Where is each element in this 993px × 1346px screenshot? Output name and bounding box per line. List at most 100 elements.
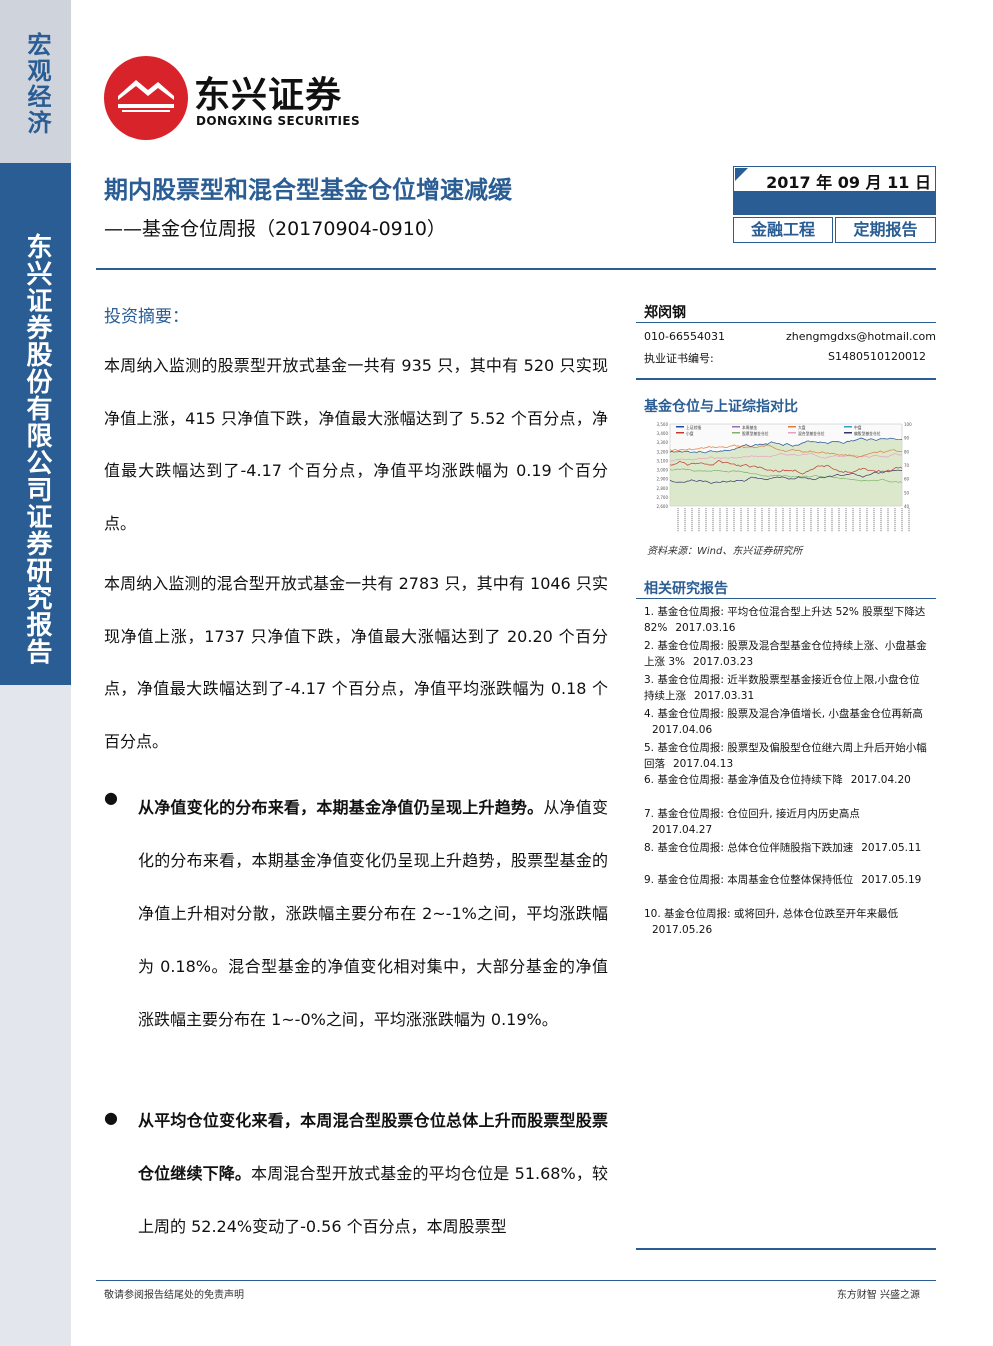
related-report-title: 3. 基金仓位周报: 近半数股票型基金接近仓位上限,小盘仓位持续上涨 bbox=[644, 674, 920, 702]
related-report-date: 2017.03.23 bbox=[693, 656, 754, 668]
chart-legend-label: 大盘 bbox=[798, 425, 806, 430]
related-report-item[interactable]: 1. 基金仓位周报: 平均仓位混合型上升达 52% 股票型下降达 82%2017… bbox=[644, 604, 928, 636]
chart-legend-label: 小盘 bbox=[686, 431, 694, 436]
related-report-item[interactable]: 10. 基金仓位周报: 或将回升, 总体仓位跌至开年来最低 2017.05.26 bbox=[644, 906, 928, 938]
chart-legend-swatch bbox=[788, 432, 796, 434]
bullet-2-bold: 从平均仓位变化来看，本周混合型股票仓位总体上升而股票型股票仓位继续下降。 bbox=[138, 1111, 608, 1183]
chart-line-series-3 bbox=[669, 444, 903, 458]
chart-tick-label: 60 bbox=[904, 477, 910, 482]
chart-heading: 基金仓位与上证综指对比 bbox=[644, 399, 798, 415]
chart-legend-label: 本周基金 bbox=[742, 425, 757, 430]
page-subtitle: ——基金仓位周报（20170904-0910） bbox=[104, 218, 446, 240]
header-divider bbox=[96, 268, 936, 270]
footer-disclaimer: 敬请参阅报告结尾处的免责声明 bbox=[104, 1290, 244, 1301]
summary-bullet-2: 从平均仓位变化来看，本周混合型股票仓位总体上升而股票型股票仓位继续下降。本周混合… bbox=[138, 1094, 608, 1253]
chart-tick-label: 3,000 bbox=[657, 468, 669, 473]
chart-tick-label: 100 bbox=[904, 422, 912, 427]
related-report-date: 2017.05.11 bbox=[861, 842, 922, 854]
chart-source: 资料来源：Wind、东兴证券研究所 bbox=[647, 546, 803, 557]
related-report-item[interactable]: 9. 基金仓位周报: 本周基金仓位整体保持低位 2017.05.19 bbox=[644, 872, 928, 888]
author-phone: 010-66554031 bbox=[644, 330, 725, 343]
chart-tick-label: 90 bbox=[904, 436, 910, 441]
cert-label: 执业证书编号: bbox=[644, 352, 714, 365]
tag-category: 金融工程 bbox=[733, 217, 833, 243]
chart-line-series-5 bbox=[669, 459, 903, 475]
chart-tick-label: 40 bbox=[904, 504, 910, 509]
logo-icon bbox=[104, 56, 188, 140]
related-report-title: 4. 基金仓位周报: 股票及混合净值增长, 小盘基金仓位再新高 bbox=[644, 708, 923, 720]
chart-line-series-4 bbox=[669, 469, 903, 484]
chart-legend-label: 中盘 bbox=[854, 425, 862, 430]
related-report-date: 2017.03.16 bbox=[675, 622, 736, 634]
sidebar-category: 宏观经济 bbox=[23, 32, 51, 136]
related-report-date: 2017.03.31 bbox=[694, 690, 755, 702]
chart-tick-label: 70 bbox=[904, 463, 910, 468]
chart-tick-label: 3,100 bbox=[657, 458, 669, 463]
bullet-2-text: 本周混合型开放式基金的平均仓位是 51.68%，较上周的 52.24%变动了-0… bbox=[138, 1164, 608, 1236]
author-email[interactable]: zhengmgdxs@hotmail.com bbox=[786, 330, 936, 343]
bullet-icon: ● bbox=[104, 788, 118, 807]
chart-tick-label: 2,800 bbox=[657, 486, 669, 491]
sidebar-bottom-block bbox=[0, 685, 71, 1346]
right-bottom-divider bbox=[636, 1248, 936, 1250]
related-report-title: 9. 基金仓位周报: 本周基金仓位整体保持低位 bbox=[644, 874, 854, 886]
related-divider bbox=[636, 598, 936, 599]
tag-type: 定期报告 bbox=[835, 217, 936, 243]
footer-divider bbox=[96, 1280, 936, 1281]
sidebar-company: 东兴证券股份有限公司证券研究报告 bbox=[22, 233, 52, 665]
page-title: 期内股票型和混合型基金仓位增速减缓 bbox=[104, 176, 512, 204]
summary-bullet-1: 从净值变化的分布来看，本期基金净值仍呈现上升趋势。从净值变化的分布来看，本期基金… bbox=[138, 781, 608, 1046]
chart-line-series-2 bbox=[669, 468, 903, 483]
logo-mountain-icon bbox=[118, 80, 174, 112]
cert-number: S1480510120012 bbox=[828, 350, 926, 363]
related-report-date: 2017.04.27 bbox=[652, 824, 713, 836]
chart-legend-label: 股票型基金仓位 bbox=[742, 431, 769, 436]
chart-tick-label: 3,400 bbox=[657, 431, 669, 436]
chart-tick-label: 2,900 bbox=[657, 477, 669, 482]
chart-legend-swatch bbox=[676, 432, 684, 434]
chart-legend-swatch bbox=[844, 426, 852, 428]
chart-legend-label: 上证综指 bbox=[686, 425, 701, 430]
related-report-date: 2017.05.26 bbox=[652, 924, 713, 936]
chart-line-series-0 bbox=[669, 437, 903, 454]
related-report-title: 5. 基金仓位周报: 股票型及偏股型仓位继六周上升后开始小幅回落 bbox=[644, 742, 927, 770]
bullet-icon: ● bbox=[104, 1108, 118, 1127]
author-divider bbox=[636, 322, 936, 323]
related-report-title: 7. 基金仓位周报: 仓位回升, 接近月内历史高点 bbox=[644, 808, 860, 820]
chart-tick-label: 2,700 bbox=[657, 495, 669, 500]
chart-line-series-1 bbox=[669, 452, 903, 462]
related-report-title: 1. 基金仓位周报: 平均仓位混合型上升达 52% 股票型下降达 82% bbox=[644, 606, 926, 634]
logo-text-en: DONGXING SECURITIES bbox=[196, 114, 361, 128]
related-report-title: 10. 基金仓位周报: 或将回升, 总体仓位跌至开年来最低 bbox=[644, 908, 899, 920]
chart-tick-label: 3,500 bbox=[657, 422, 669, 427]
chart-legend-swatch bbox=[732, 426, 740, 428]
related-report-date: 2017.04.06 bbox=[652, 724, 713, 736]
summary-heading: 投资摘要： bbox=[104, 307, 189, 327]
related-heading: 相关研究报告 bbox=[644, 581, 728, 597]
chart-legend-swatch bbox=[732, 432, 740, 434]
chart-legend-swatch bbox=[676, 426, 684, 428]
related-report-title: 6. 基金仓位周报: 基金净值及仓位持续下降 bbox=[644, 774, 843, 786]
related-report-title: 2. 基金仓位周报: 股票及混合型基金仓位持续上涨、小盘基金上涨 3% bbox=[644, 640, 927, 668]
date-row: 2017 年 09 月 11 日 bbox=[733, 166, 936, 192]
related-report-item[interactable]: 4. 基金仓位周报: 股票及混合净值增长, 小盘基金仓位再新高 2017.04.0… bbox=[644, 706, 928, 738]
related-report-date: 2017.05.19 bbox=[861, 874, 922, 886]
related-report-item[interactable]: 2. 基金仓位周报: 股票及混合型基金仓位持续上涨、小盘基金上涨 3%2017.… bbox=[644, 638, 928, 670]
report-date: 2017 年 09 月 11 日 bbox=[766, 173, 931, 192]
author-divider-bottom bbox=[636, 378, 936, 380]
footer-slogan: 东方财智 兴盛之源 bbox=[836, 1290, 920, 1301]
related-report-title: 8. 基金仓位周报: 总体仓位伴随股指下跌加速 bbox=[644, 842, 854, 854]
chart-legend-label: 混合型基金仓位 bbox=[798, 431, 825, 436]
fund-position-chart: 3,5003,4003,3003,2003,1003,0002,9002,800… bbox=[657, 422, 912, 532]
bullet-1-text: 从净值变化的分布来看，本期基金净值变化仍呈现上升趋势，股票型基金的净值上升相对分… bbox=[138, 798, 608, 1029]
chart-tick-label: 2,600 bbox=[657, 504, 669, 509]
chart-tick-label: 3,200 bbox=[657, 449, 669, 454]
related-report-item[interactable]: 8. 基金仓位周报: 总体仓位伴随股指下跌加速 2017.05.11 bbox=[644, 840, 928, 856]
triangle-icon bbox=[735, 168, 748, 181]
logo-text-cn: 东兴证券 bbox=[194, 75, 343, 116]
summary-para-1: 本周纳入监测的股票型开放式基金一共有 935 只，其中有 520 只实现净值上涨… bbox=[104, 356, 608, 533]
related-report-item[interactable]: 7. 基金仓位周报: 仓位回升, 接近月内历史高点 2017.04.27 bbox=[644, 806, 928, 838]
